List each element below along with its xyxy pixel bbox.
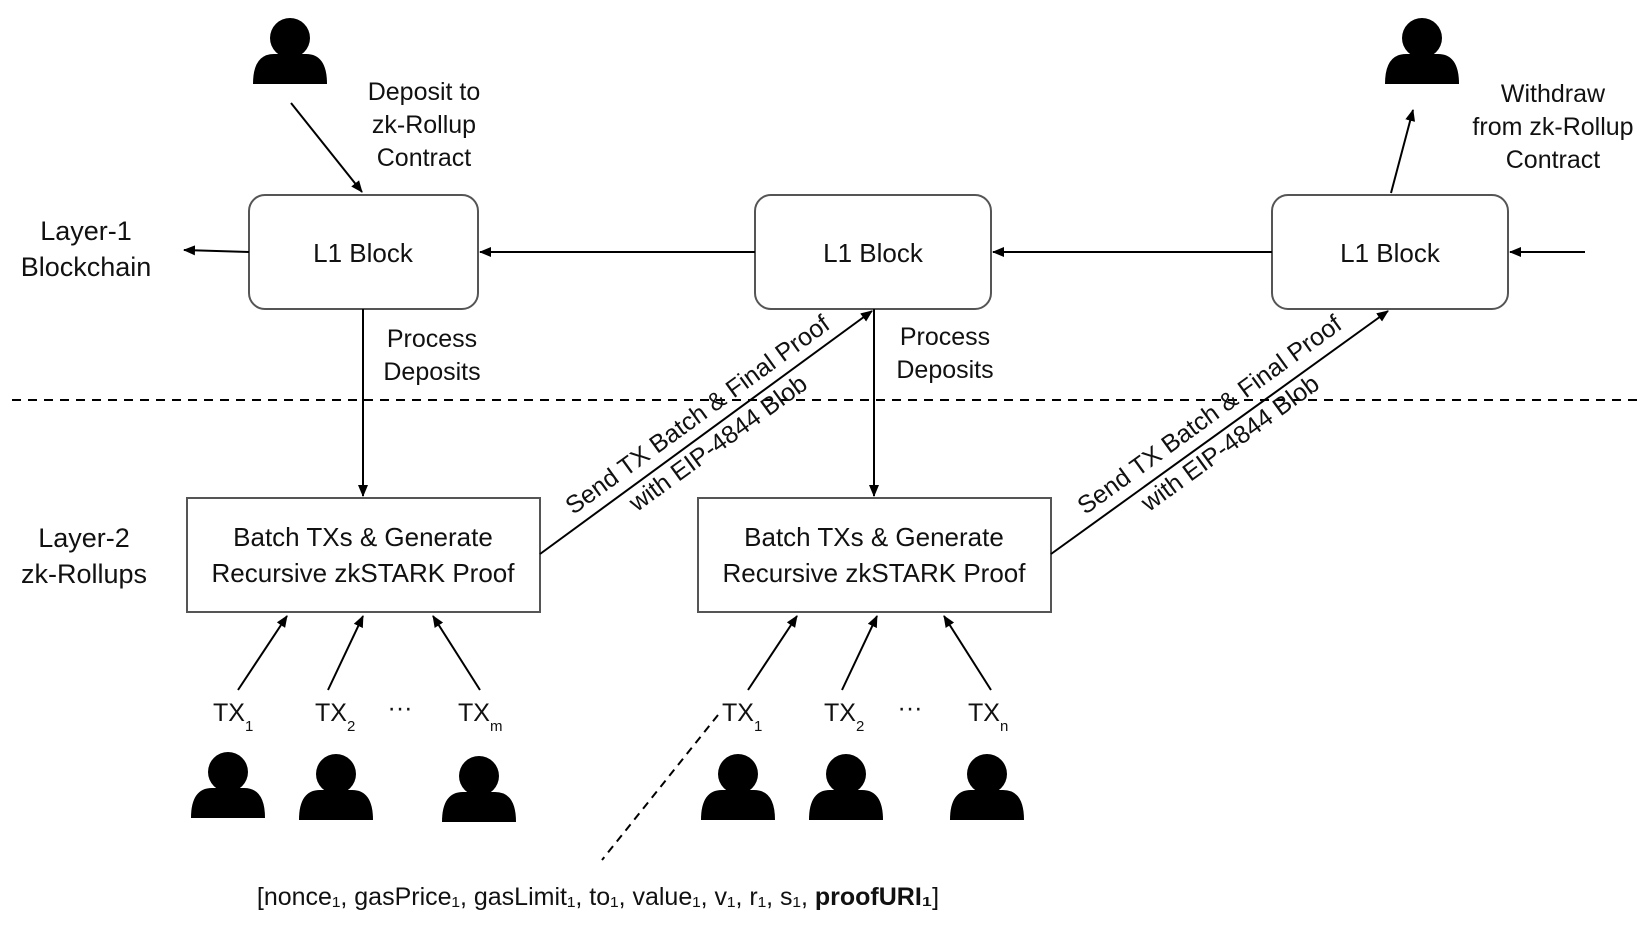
process-deposits-1-line2: Deposits — [383, 358, 480, 386]
withdraw-label-line1: Withdraw — [1501, 80, 1606, 108]
svg-text:Send TX Batch & Final Proof: Send TX Batch & Final Proof — [1072, 310, 1347, 520]
l1-block-1: L1 Block — [248, 194, 479, 310]
tx-label-2-2: TX2 — [824, 699, 864, 735]
user-icon-2-n — [950, 754, 1024, 820]
svg-text:Recursive zkSTARK Proof: Recursive zkSTARK Proof — [212, 558, 516, 588]
tx-arrow-2-n — [943, 615, 992, 691]
send-batch-arrow-1 — [539, 310, 873, 555]
withdraw-label-line3: Contract — [1506, 146, 1601, 174]
tx-arrow-2-2 — [841, 615, 878, 691]
batch-box-1: Batch TXs & Generate Recursive zkSTARK P… — [186, 497, 541, 613]
layer1-label-line2: Blockchain — [21, 252, 152, 282]
layer1-label: Layer-1 — [40, 216, 132, 246]
send-batch-arrow-2 — [1050, 310, 1389, 555]
layer2-label-line2: zk-Rollups — [21, 559, 147, 589]
svg-text:L1 Block: L1 Block — [1340, 238, 1441, 268]
tx-arrow-2-1 — [747, 615, 798, 691]
send-batch-label-2: Send TX Batch & Final Proof with EIP-484… — [1072, 310, 1347, 520]
svg-text:L1 Block: L1 Block — [313, 238, 414, 268]
process-deposits-1-line1: Process — [387, 325, 477, 353]
deposit-label: Deposit to — [368, 78, 481, 106]
tx-label-1-2: TX2 — [315, 699, 355, 735]
process-deposits-2-line1: Process — [900, 323, 990, 351]
svg-text:Recursive zkSTARK Proof: Recursive zkSTARK Proof — [723, 558, 1027, 588]
chain-arrow-left — [183, 245, 250, 256]
user-icon-1-1 — [191, 752, 265, 818]
tx-arrow-1-2 — [327, 615, 364, 691]
batch-box-2: Batch TXs & Generate Recursive zkSTARK P… — [697, 497, 1052, 613]
svg-text:Batch TXs & Generate: Batch TXs & Generate — [233, 522, 493, 552]
deposit-arrow — [290, 102, 363, 193]
tx-label-2-1: TX1 — [722, 699, 762, 735]
depositor-person-icon — [253, 18, 327, 84]
layer2-label-line1: Layer-2 — [38, 523, 130, 553]
tx-arrow-1-1 — [237, 615, 288, 691]
svg-text:L1 Block: L1 Block — [823, 238, 924, 268]
l1-block-2: L1 Block — [754, 194, 992, 310]
user-icon-2-2 — [809, 754, 883, 820]
svg-text:Send TX Batch & Final Proof: Send TX Batch & Final Proof — [560, 310, 835, 520]
svg-text:Batch TXs & Generate: Batch TXs & Generate — [744, 522, 1004, 552]
user-icon-2-1 — [701, 754, 775, 820]
tx-label-2-n: TXn — [968, 699, 1008, 735]
process-deposits-2-line2: Deposits — [896, 356, 993, 384]
tx-fields-callout — [601, 714, 719, 861]
withdrawer-person-icon — [1385, 18, 1459, 84]
tx-label-1-1: TX1 — [213, 699, 253, 735]
user-icon-1-m — [442, 756, 516, 822]
l1-block-3: L1 Block — [1271, 194, 1509, 310]
tx-fields-text: [nonce₁, gasPrice₁, gasLimit₁, to₁, valu… — [257, 883, 939, 911]
withdraw-arrow — [1390, 109, 1416, 194]
tx-ellipsis-2: ··· — [898, 694, 923, 722]
withdraw-label-line2: from zk-Rollup — [1472, 113, 1633, 141]
deposit-label-line3: Contract — [377, 144, 472, 172]
tx-arrow-1-m — [432, 615, 481, 691]
deposit-label-line2: zk-Rollup — [372, 111, 476, 139]
tx-label-1-m: TXm — [458, 699, 502, 735]
user-icon-1-2 — [299, 754, 373, 820]
tx-ellipsis-1: ··· — [388, 694, 413, 722]
